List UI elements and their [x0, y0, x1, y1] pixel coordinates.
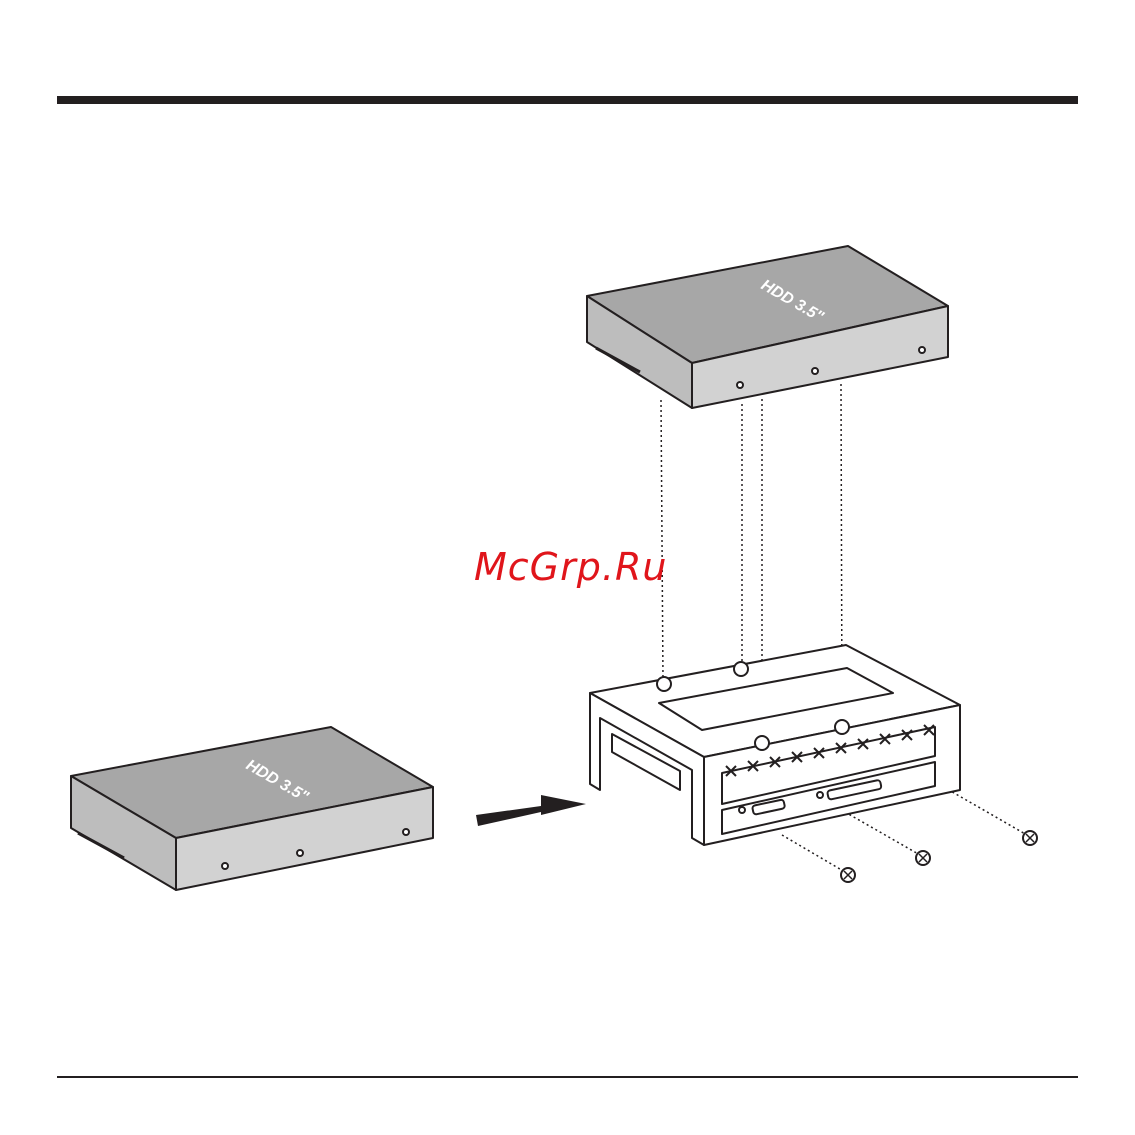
footer-rule [57, 1076, 1078, 1078]
watermark: McGrp.Ru [474, 545, 667, 589]
screw-icon [841, 868, 855, 882]
screw-icon [1023, 831, 1037, 845]
drive-bracket [590, 645, 960, 845]
arrow-right-icon [476, 795, 586, 826]
screw-icon [916, 851, 930, 865]
hard-drive-left [71, 727, 433, 890]
hard-drive-top [587, 246, 948, 408]
